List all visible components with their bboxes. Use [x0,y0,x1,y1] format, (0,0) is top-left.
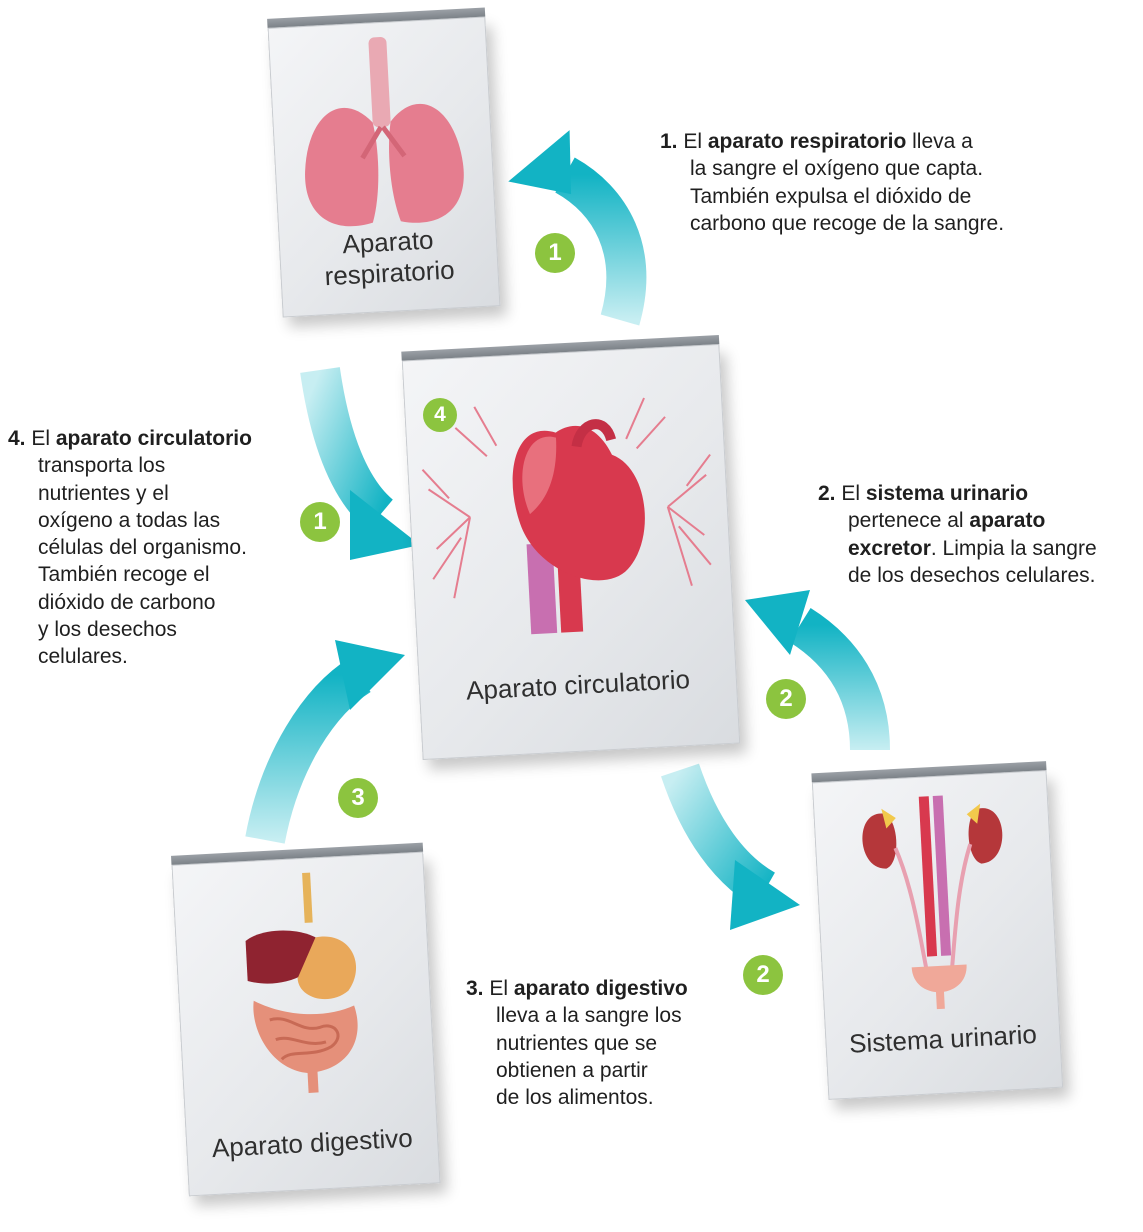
description-4-line8: y los desechos [38,618,177,642]
arrow-urinario-to-circulatorio [745,590,890,751]
description-4-pre: El [31,427,56,450]
badge-3: 3 [338,778,378,818]
description-2-pre: El [841,482,866,505]
digestive-icon [245,872,358,1093]
description-4-bold: aparato circulatorio [55,427,252,450]
description-4-line7: dióxido de carbono [38,590,216,614]
description-2-line2: pertenece al [848,509,970,533]
description-2-bold2: aparato [969,509,1046,533]
badge-1-circulatorio: 1 [300,502,340,542]
description-3-number: 3. [466,977,484,1000]
card-circulatorio: Aparato circulatorio [401,343,741,761]
card-respiratorio: Aparato respiratorio [267,16,501,318]
badge-2-urinario: 2 [743,955,783,995]
card-urinario: Sistema urinario [811,770,1064,1100]
description-4-line9: celulares. [38,645,128,669]
description-3-line3: nutrientes que se [496,1031,658,1055]
badge-1-respiratorio: 1 [535,233,575,273]
description-4-number: 4. [8,427,26,450]
description-3: 3. El aparato digestivo lleva a la sangr… [466,975,766,1111]
description-2-bold: sistema urinario [865,482,1029,505]
description-1-line3: También expulsa el dióxido de [690,184,972,208]
description-4-line3: nutrientes y el [38,481,169,505]
heart-icon [421,397,712,635]
description-4-line5: células del organismo. [38,536,247,560]
description-2-line4: de los desechos celulares. [848,563,1096,587]
urinary-icon [862,795,1003,1010]
description-1-post: lleva a [906,130,973,153]
description-1-line4: carbono que recoge de la sangre. [690,211,1005,235]
description-2: 2. El sistema urinario pertenece al apar… [818,480,1138,589]
arrow-respiratorio-to-circulatorio [300,367,420,560]
badge-4: 4 [423,398,457,432]
description-4-line6: También recoge el [38,563,210,587]
card-digestivo-label: Aparato digestivo [211,1122,414,1164]
description-4-line2: transporta los [38,454,166,478]
description-2-number: 2. [818,482,836,505]
description-2-line3: . Limpia la sangre [930,536,1097,560]
card-circulatorio-label: Aparato circulatorio [465,663,691,706]
description-2-bold3: excretor [848,536,931,560]
description-4-line4: oxígeno a todas las [38,508,221,532]
lungs-icon [305,37,464,227]
badge-2-circulatorio: 2 [766,679,806,719]
arrow-to-respiratorio [508,130,647,326]
description-3-line4: obtienen a partir [496,1058,648,1082]
description-3-pre: El [489,977,514,1000]
description-1: 1. El aparato respiratorio lleva a la sa… [660,128,1080,237]
description-1-number: 1. [660,130,678,153]
description-1-line2: la sangre el oxígeno que capta. [690,157,984,181]
description-3-line2: lleva a la sangre los [496,1004,682,1028]
arrow-circulatorio-to-urinario [661,763,800,930]
arrow-digestivo-to-circulatorio [245,640,405,844]
description-3-bold: aparato digestivo [513,977,688,1000]
card-digestivo: Aparato digestivo [171,851,441,1197]
description-4: 4. El aparato circulatorio transporta lo… [8,425,308,671]
description-1-pre: El [683,130,708,153]
description-1-bold: aparato respiratorio [707,130,907,153]
description-3-line5: de los alimentos. [496,1086,654,1110]
